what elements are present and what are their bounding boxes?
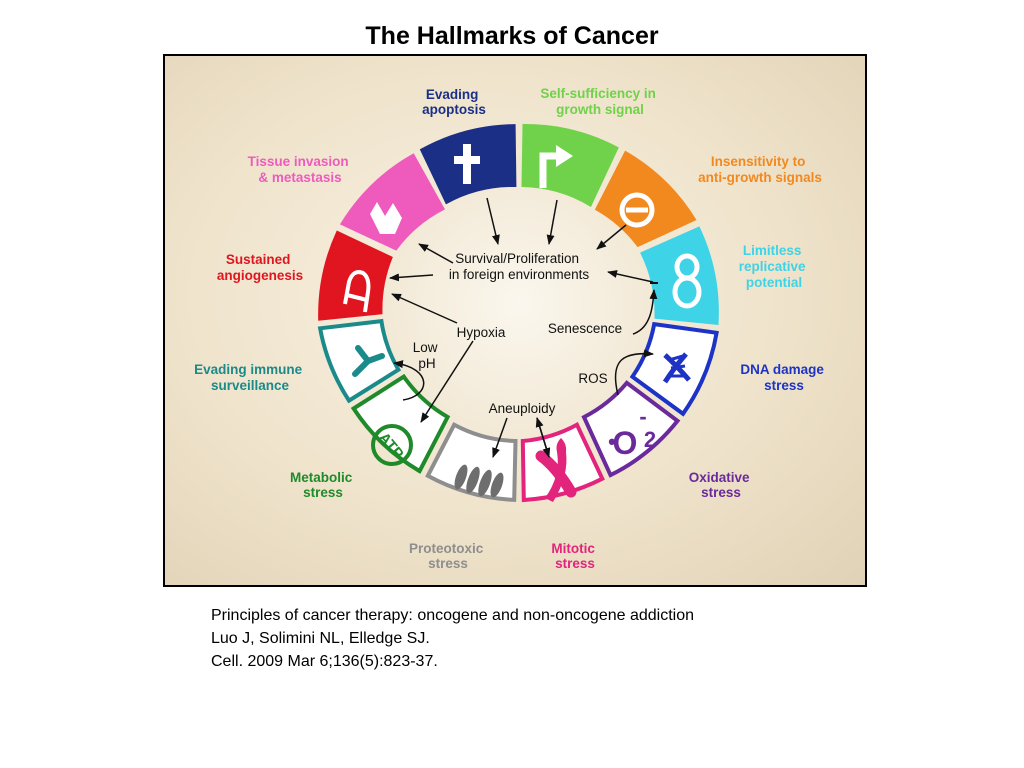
hallmarks-diagram: O • 2 - ATP Evading apoptosis Self-suffi [194,86,827,571]
label-mitotic: Mitotic stress [551,541,598,571]
hypoxia-text: Hypoxia [457,325,506,340]
segment-angiogenesis [318,230,393,321]
ros-text: ROS [578,371,607,386]
arrow-survival-to-invasion [418,243,454,264]
citation-title: Principles of cancer therapy: oncogene a… [211,607,694,624]
survival-proliferation-text: Survival/Proliferation in foreign enviro… [449,251,590,282]
superoxide-o: O [613,425,638,461]
slide-title: The Hallmarks of Cancer [365,22,659,50]
arrow-limitless-to-survival [607,270,654,283]
label-evading-apoptosis: Evading apoptosis [422,87,486,117]
stop-sign-icon [619,192,655,228]
senescence-text: Senescence [548,321,622,336]
cross-icon [454,144,480,184]
dna-helix-icon [662,352,691,384]
segment-invasion [339,153,445,251]
arrow-hypoxia-to-angiogenesis [391,293,458,324]
chromosome-icon [535,438,577,502]
protein-aggregate-icon [454,464,504,498]
diagram-panel: O • 2 - ATP Evading apoptosis Self-suffi [163,54,867,587]
label-proteotoxic: Proteotoxic stress [409,541,487,571]
citation-authors: Luo J, Solimini NL, Elledge SJ. [211,630,430,647]
superoxide-subscript: 2 [644,427,656,452]
growth-arrow-icon [539,145,573,188]
interaction-arrows [389,197,658,458]
arrow-low-ph-to-immune [393,360,425,401]
arrow-aneuploidy-to-proteotoxic [492,417,508,458]
superoxide-icon: O • 2 - [608,404,656,461]
label-immune: Evading immune surveillance [194,362,306,393]
superoxide-minus: - [639,404,646,429]
label-dna-damage: DNA damage stress [740,362,827,393]
arrow-ros-to-dna-damage [614,349,654,396]
label-limitless: Limitless replicative potential [739,243,810,290]
arrow-insensitivity-to-survival [596,224,627,250]
segment-metabolic [350,373,451,474]
hallmark-ring [317,123,719,503]
segment-oxidative [581,380,681,478]
arrow-apoptosis-to-survival [486,197,500,245]
invasion-icon [370,202,402,234]
label-oxidative: Oxidative stress [689,470,754,500]
arrow-survival-to-angiogenesis [389,273,434,282]
blood-vessel-icon [343,270,371,313]
label-angiogenesis: Sustained angiogenesis [217,252,303,283]
arrow-mitotic-to-aneuploidy [535,417,550,458]
label-invasion: Tissue invasion & metastasis [248,154,353,185]
arrow-growth-to-survival [546,199,558,245]
low-ph-text: Low pH [413,340,442,371]
superoxide-dot: • [608,429,616,454]
arrow-senescence-to-limitless [632,289,658,335]
arrow-hypoxia-to-metabolic [420,340,474,423]
infinity-icon [672,253,702,309]
label-metabolic: Metabolic stress [290,470,356,500]
citation-journal: Cell. 2009 Mar 6;136(5):823-37. [211,653,438,670]
citation: Principles of cancer therapy: oncogene a… [211,604,694,673]
label-insensitivity: Insensitivity to anti-growth signals [698,154,822,185]
aneuploidy-text: Aneuploidy [489,401,556,416]
center-glow [369,154,669,454]
label-self-sufficiency: Self-sufficiency in growth signal [540,86,659,117]
antibody-icon [352,345,385,377]
